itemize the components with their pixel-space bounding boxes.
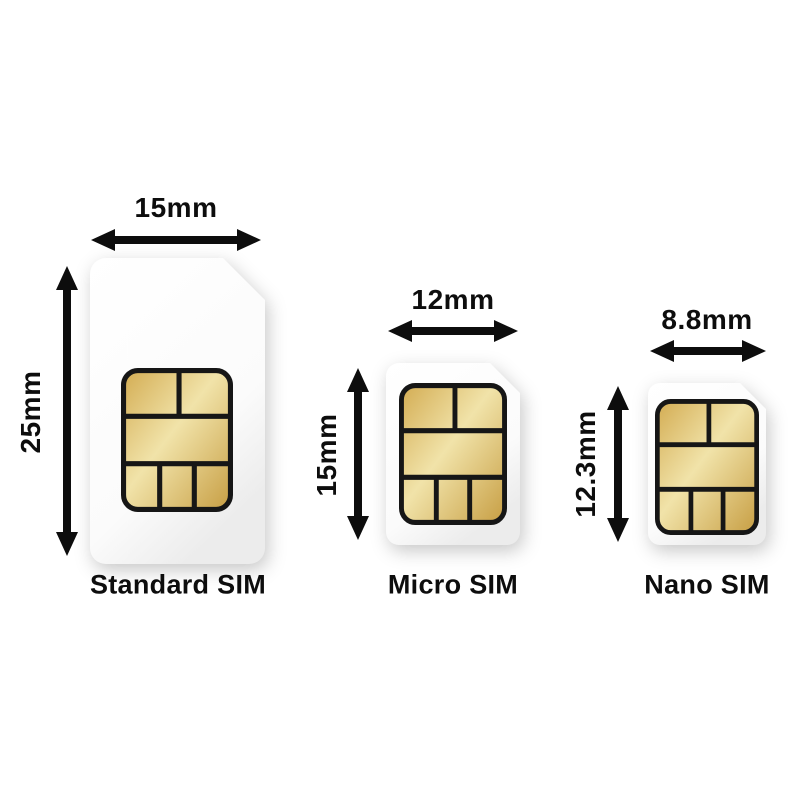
standard-width-label: 15mm [134,192,218,223]
standard-width-arrow [91,229,261,251]
standard-height-arrow [56,266,78,556]
micro-height-label: 15mm [311,413,342,497]
nano-width-arrow [650,340,766,362]
nano-sim-name: Nano SIM [644,569,770,600]
micro-sim-name: Micro SIM [387,569,519,600]
standard-sim-chip [121,368,233,512]
nano-sim-chip [655,399,759,535]
standard-sim-name: Standard SIM [89,569,267,600]
standard-height-label: 25mm [15,370,46,454]
nano-width-label: 8.8mm [661,304,753,335]
micro-height-arrow [347,368,369,540]
micro-sim-chip [399,383,507,525]
nano-height-arrow [607,386,629,542]
micro-width-arrow [388,320,518,342]
nano-height-label: 12.3mm [570,410,601,518]
micro-width-label: 12mm [411,284,495,315]
